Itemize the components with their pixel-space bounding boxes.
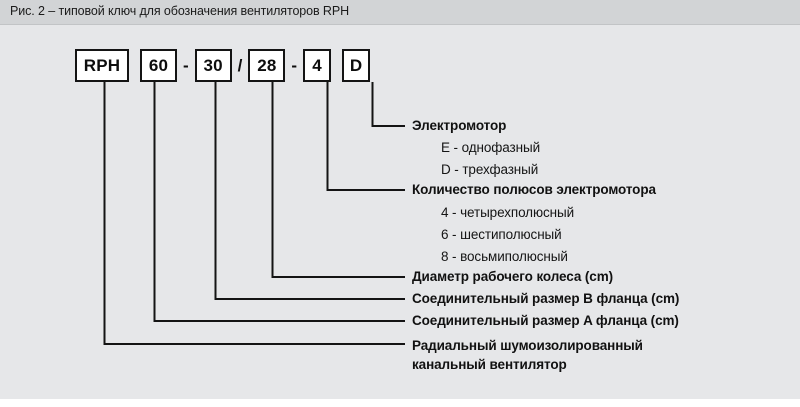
callout-option-poles-4: 4 - четырехполюсный bbox=[441, 205, 575, 220]
code-box-pole-count[interactable]: 4 bbox=[303, 49, 332, 82]
code-box-flange-b-size[interactable]: 30 bbox=[194, 49, 232, 82]
callout-option-poles-8: 8 - восьмиполюсный bbox=[441, 249, 568, 264]
figure-caption: Рис. 2 – типовой ключ для обозначения ве… bbox=[10, 4, 350, 18]
leader-flange-a-size bbox=[153, 82, 405, 322]
figure-title-bar: Рис. 2 – типовой ключ для обозначения ве… bbox=[0, 0, 800, 25]
code-separator-2: / bbox=[237, 56, 243, 75]
code-separator-3: - bbox=[291, 56, 298, 75]
callout-heading-pole-count: Количество полюсов электромотора bbox=[412, 182, 656, 197]
callout-heading-model-prefix: Радиальный шумоизолированный канальный в… bbox=[412, 336, 643, 374]
leader-pole-count bbox=[326, 82, 405, 191]
callout-heading-model-prefix-line-2: канальный вентилятор bbox=[412, 357, 567, 372]
leader-model-prefix bbox=[103, 82, 405, 345]
code-box-impeller-diameter[interactable]: 28 bbox=[248, 49, 286, 82]
code-box-model-prefix[interactable]: RPH bbox=[75, 49, 129, 82]
code-box-flange-a-size[interactable]: 60 bbox=[140, 49, 177, 82]
leader-motor-type bbox=[371, 82, 405, 127]
callout-heading-flange-b-size: Соединительный размер B фланца (cm) bbox=[412, 291, 680, 306]
leader-flange-b-size bbox=[214, 82, 405, 300]
callout-option-poles-6: 6 - шестиполюсный bbox=[441, 227, 562, 242]
code-separator-1: - bbox=[183, 56, 189, 75]
callout-option-motor-single-phase: E - однофазный bbox=[441, 140, 541, 155]
code-box-motor-type[interactable]: D bbox=[342, 49, 371, 82]
callout-option-motor-three-phase: D - трехфазный bbox=[441, 162, 539, 177]
callout-heading-impeller-diameter: Диаметр рабочего колеса (cm) bbox=[412, 269, 613, 284]
leader-impeller-diameter bbox=[271, 82, 405, 278]
callout-heading-flange-a-size: Соединительный размер A фланца (cm) bbox=[412, 313, 679, 328]
callout-heading-model-prefix-line-1: Радиальный шумоизолированный bbox=[412, 338, 643, 353]
product-code-row: RPH 60 - 30 / 28 - 4 D bbox=[75, 49, 371, 82]
callout-heading-motor-type: Электромотор bbox=[412, 118, 507, 133]
